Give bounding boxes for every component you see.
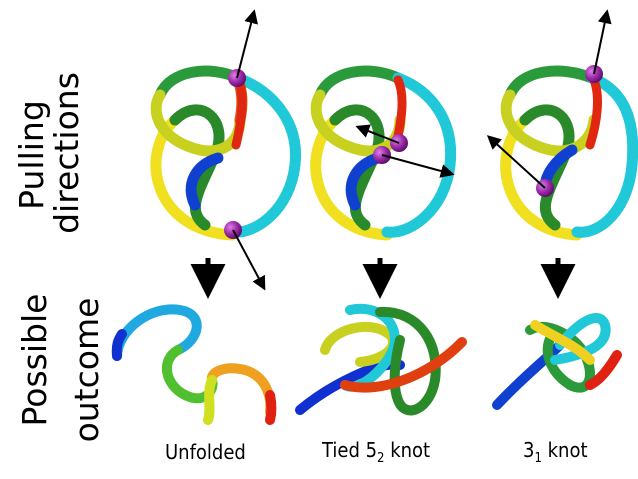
caption-tied-prefix: Tied 5 <box>322 438 378 462</box>
transition-arrows <box>190 258 576 299</box>
pull-arrow-left <box>486 135 546 189</box>
caption-tied-knot: Tied 52 knot <box>322 438 430 466</box>
knot-3-pulling <box>486 9 638 241</box>
row-label-possible: Possible <box>15 293 54 427</box>
pull-arrow-right <box>381 154 455 178</box>
pull-arrow-down <box>232 229 266 291</box>
pull-arrow-up <box>236 9 258 79</box>
caption-trefoil-prefix: 3 <box>523 438 535 462</box>
knot-2-pulling <box>310 65 457 241</box>
caption-trefoil-suffix: knot <box>541 438 588 462</box>
caption-tied-suffix: knot <box>384 438 431 462</box>
knot-1-pulling <box>150 9 302 291</box>
pull-arrow-up <box>593 9 612 75</box>
pull-arrow-left <box>355 124 400 144</box>
caption-unfolded: Unfolded <box>165 440 246 464</box>
outcome-tied-5-2 <box>295 303 467 416</box>
outcome-trefoil <box>492 313 622 410</box>
outcome-unfolded <box>111 304 277 425</box>
row-label-directions: directions <box>47 72 86 234</box>
caption-trefoil-sub: 1 <box>534 451 542 466</box>
caption-tied-sub: 2 <box>377 451 385 466</box>
caption-trefoil-knot: 31 knot <box>523 438 588 466</box>
row-label-outcome: outcome <box>67 297 106 443</box>
